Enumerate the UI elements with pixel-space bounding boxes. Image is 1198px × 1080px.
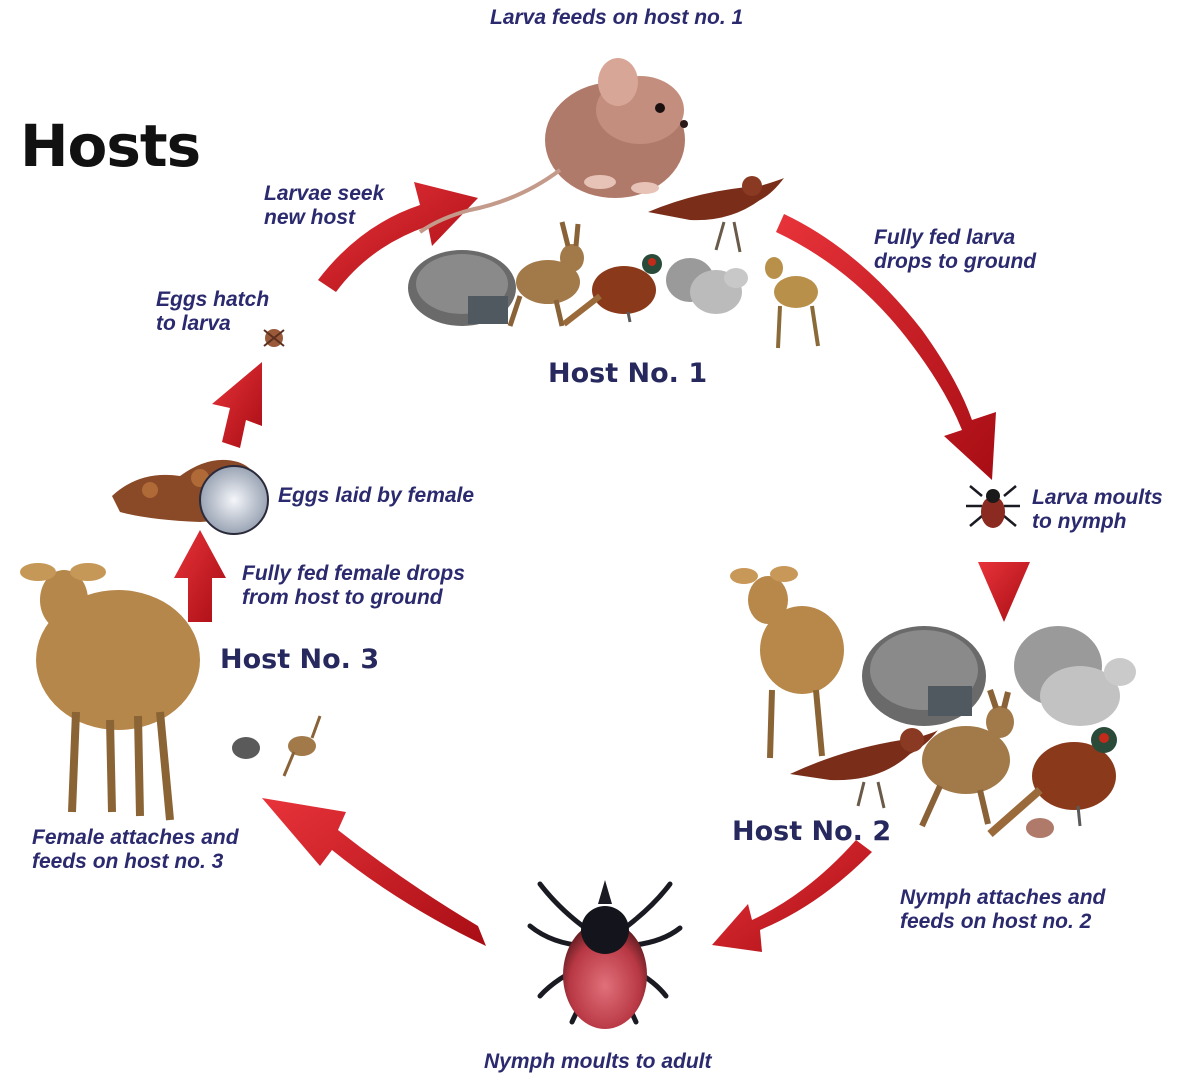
- deer-icon: [20, 563, 200, 820]
- label-host-2: Host No. 2: [732, 816, 891, 847]
- hedgehog-icon: [862, 626, 986, 726]
- arrow-to-host2: [978, 562, 1030, 622]
- label-larvae-seek: Larvae seek new host: [264, 182, 384, 230]
- deer-icon: [730, 566, 844, 758]
- label-nymph-moults: Nymph moults to adult: [484, 1050, 712, 1074]
- label-female-drops: Fully fed female drops from host to grou…: [242, 562, 465, 610]
- page-title: Hosts: [20, 112, 200, 180]
- tick-icon: [530, 880, 680, 1029]
- label-host-1: Host No. 1: [548, 358, 707, 389]
- label-larva-moults: Larva moults to nymph: [1032, 486, 1163, 534]
- label-larva-feeds: Larva feeds on host no. 1: [490, 6, 743, 30]
- arrow-to-host3: [262, 798, 486, 946]
- deer-icon: [765, 257, 818, 348]
- label-nymph-attaches: Nymph attaches and feeds on host no. 2: [900, 886, 1105, 934]
- squirrel-icon: [1014, 626, 1136, 726]
- label-eggs-laid: Eggs laid by female: [278, 484, 474, 508]
- thrush-icon: [648, 176, 784, 252]
- label-host-3: Host No. 3: [220, 644, 379, 675]
- arrow-to-adult: [712, 840, 872, 952]
- hedgehog-icon: [232, 737, 260, 759]
- nymph-tick-icon: [966, 486, 1020, 528]
- arrow-eggs-hatch: [212, 362, 262, 448]
- squirrel-icon: [666, 258, 748, 314]
- hare-icon: [284, 716, 320, 776]
- label-fully-fed-larva: Fully fed larva drops to ground: [874, 226, 1036, 274]
- hedgehog-icon: [408, 250, 516, 326]
- label-female-attaches: Female attaches and feeds on host no. 3: [32, 826, 239, 874]
- label-eggs-hatch: Eggs hatch to larva: [156, 288, 269, 336]
- egg-mass-icon: [112, 460, 268, 534]
- pheasant-icon: [990, 727, 1117, 834]
- mouse-icon: [1026, 818, 1054, 838]
- arrow-female-drops: [174, 530, 226, 622]
- thrush-icon: [790, 728, 938, 808]
- hare-icon: [510, 222, 584, 326]
